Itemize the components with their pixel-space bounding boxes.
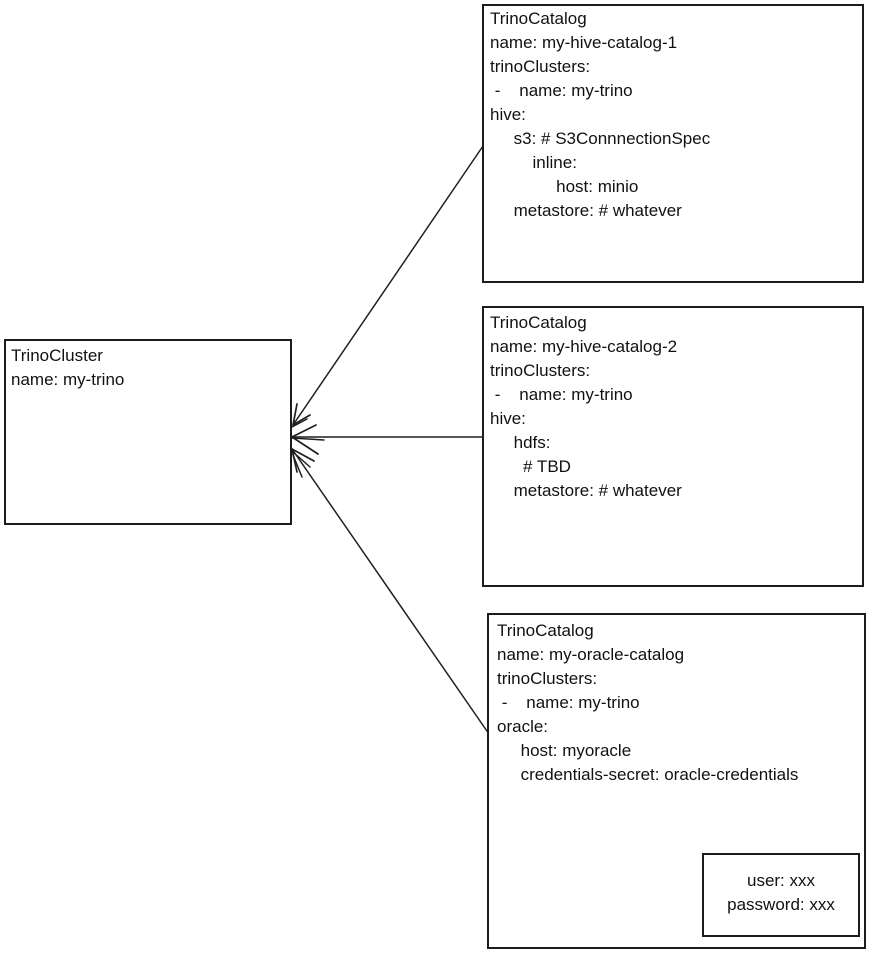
yaml-line: s3: # S3ConnnectionSpec bbox=[490, 129, 711, 148]
connector-line-catalog1 bbox=[292, 145, 484, 426]
yaml-line: trinoClusters: bbox=[490, 361, 591, 380]
yaml-line: name: my-trino bbox=[11, 370, 125, 389]
trino-cluster-box: TrinoCluster name: my-trino bbox=[4, 339, 292, 525]
secret-password-line: password: xxx bbox=[727, 895, 835, 914]
node-title: TrinoCluster bbox=[11, 346, 103, 365]
oracle-credentials-secret-box: user: xxx password: xxx bbox=[702, 853, 860, 937]
yaml-line: - name: my-trino bbox=[490, 385, 633, 404]
yaml-line: trinoClusters: bbox=[497, 669, 598, 688]
yaml-line: name: my-oracle-catalog bbox=[497, 645, 685, 664]
yaml-line: hdfs: bbox=[490, 433, 551, 452]
yaml-line: metastore: # whatever bbox=[490, 201, 682, 220]
arrowhead-catalog1-icon bbox=[291, 403, 311, 428]
yaml-line: name: my-hive-catalog-2 bbox=[490, 337, 678, 356]
yaml-line: hive: bbox=[490, 105, 526, 124]
trino-catalog-2-box: TrinoCatalog name: my-hive-catalog-2 tri… bbox=[482, 306, 864, 587]
yaml-line: trinoClusters: bbox=[490, 57, 591, 76]
arrowhead-catalog3-icon bbox=[291, 448, 315, 478]
yaml-line: - name: my-trino bbox=[497, 693, 640, 712]
yaml-line: oracle: bbox=[497, 717, 549, 736]
yaml-line: metastore: # whatever bbox=[490, 481, 682, 500]
yaml-line: host: minio bbox=[490, 177, 639, 196]
yaml-line: inline: bbox=[490, 153, 577, 172]
trino-catalog-1-box: TrinoCatalog name: my-hive-catalog-1 tri… bbox=[482, 4, 864, 283]
node-title: TrinoCatalog bbox=[490, 9, 587, 28]
yaml-line: hive: bbox=[490, 409, 526, 428]
yaml-line: credentials-secret: oracle-credentials bbox=[497, 765, 799, 784]
yaml-line: - name: my-trino bbox=[490, 81, 633, 100]
node-title: TrinoCatalog bbox=[490, 313, 587, 332]
secret-user-line: user: xxx bbox=[746, 871, 816, 890]
node-title: TrinoCatalog bbox=[497, 621, 594, 640]
connector-line-catalog3 bbox=[291, 448, 490, 735]
arrowhead-catalog2-icon bbox=[291, 424, 325, 455]
yaml-line: host: myoracle bbox=[497, 741, 632, 760]
yaml-line: # TBD bbox=[490, 457, 571, 476]
yaml-line: name: my-hive-catalog-1 bbox=[490, 33, 678, 52]
